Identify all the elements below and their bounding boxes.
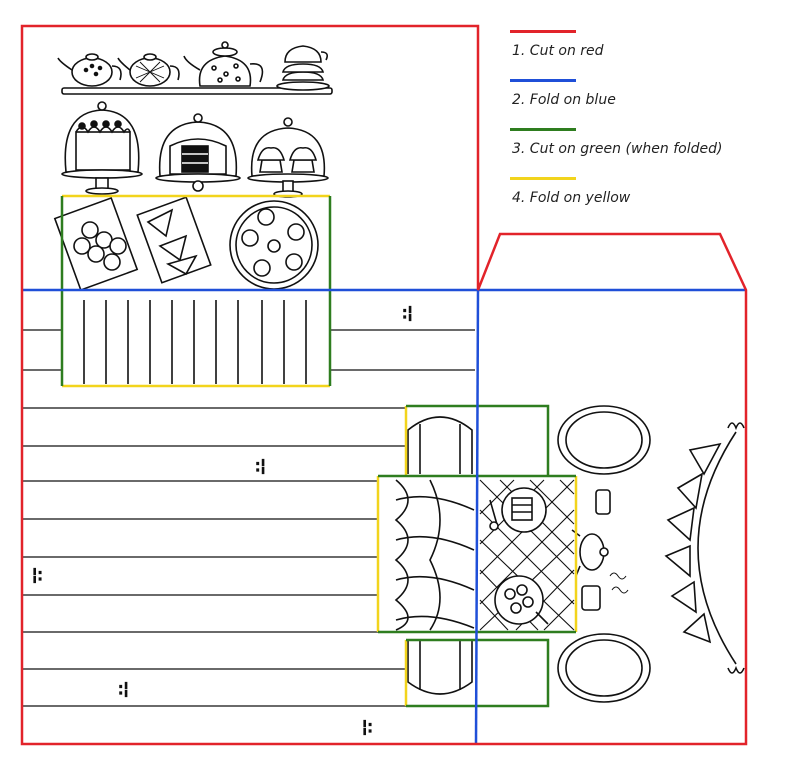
teapot-icon (117, 53, 180, 87)
counter-boards (83, 300, 307, 384)
blue-line-swatch (510, 79, 576, 82)
sandwich-tray-icon (136, 196, 212, 284)
yellow-line-swatch (510, 177, 576, 180)
legend-item-fold-yellow: 4. Fold on yellow (510, 177, 770, 226)
instructions-legend: 1. Cut on red 2. Fold on blue 3. Cut on … (510, 30, 770, 226)
tablecloth-drape (394, 479, 475, 631)
teapot-icon (57, 53, 122, 87)
blue-fold-lines (22, 288, 746, 745)
svg-text:¦:: ¦: (32, 565, 43, 584)
plate-icon (489, 487, 547, 533)
cookie-tray-icon (53, 197, 139, 291)
legend-label: 2. Fold on blue (512, 92, 616, 108)
plate-icon (494, 575, 549, 625)
red-cut-lines (20, 24, 748, 746)
svg-text::¦: :¦ (402, 303, 413, 322)
legend-label: 4. Fold on yellow (512, 190, 631, 206)
green-cut-lines (60, 196, 576, 708)
bunting-icon (664, 422, 745, 674)
teapot-icon (571, 489, 629, 611)
legend-item-fold-blue: 2. Fold on blue (510, 79, 770, 128)
red-line-swatch (510, 30, 576, 33)
legend-label: 1. Cut on red (512, 43, 604, 59)
counter (53, 196, 319, 384)
cake-dome-icon (61, 101, 143, 195)
layer-cake-dome-icon (155, 113, 241, 192)
green-line-swatch (510, 128, 576, 131)
legend-label: 3. Cut on green (when folded) (512, 141, 723, 157)
svg-text:¦:: ¦: (362, 717, 373, 736)
table-set (394, 405, 651, 703)
cupcake-dome-icon (247, 117, 329, 198)
tea-shelf (57, 41, 333, 95)
chair-icon (557, 405, 651, 475)
svg-text::¦: :¦ (118, 679, 129, 698)
cake-domes (61, 101, 329, 198)
legend-item-cut-red: 1. Cut on red (510, 30, 770, 79)
chair-icon (557, 633, 651, 703)
legend-item-cut-green: 3. Cut on green (when folded) (510, 128, 770, 177)
chair-icon (407, 416, 473, 474)
pastry-plate-icon (229, 200, 319, 290)
chair-icon (407, 640, 473, 695)
yellow-fold-lines (62, 194, 578, 706)
teapot-icon (183, 41, 264, 87)
svg-text::¦: :¦ (255, 456, 266, 475)
teacups-icon (276, 45, 330, 91)
